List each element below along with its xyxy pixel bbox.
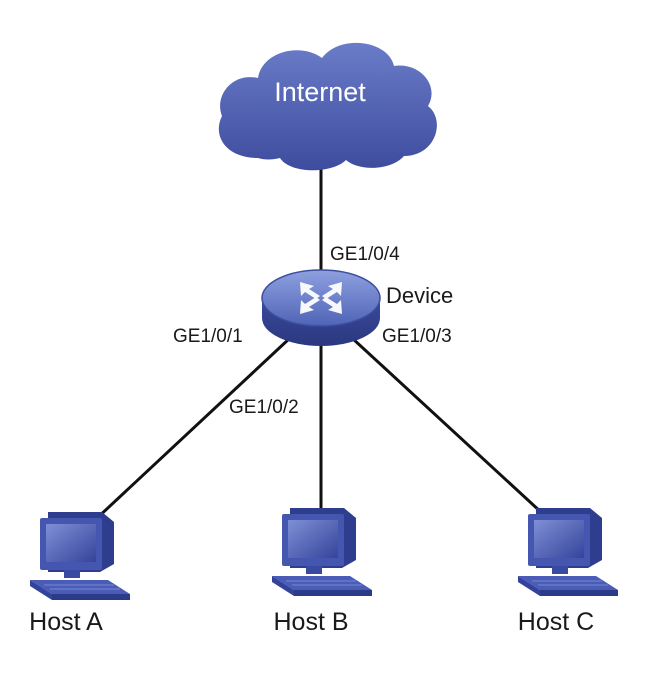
host-b-label: Host B xyxy=(273,608,348,636)
host-a-label: Host A xyxy=(29,608,103,636)
port-label-uplink: GE1/0/4 xyxy=(330,244,400,265)
computer-icon xyxy=(517,507,619,597)
link-device-host-c xyxy=(350,336,557,527)
port-label-p3: GE1/0/3 xyxy=(382,326,452,347)
host-c-label: Host C xyxy=(518,608,594,636)
switch-icon xyxy=(261,269,381,346)
host-b: Host B xyxy=(271,507,373,636)
computer-icon xyxy=(271,507,373,597)
host-a: Host A xyxy=(29,511,131,636)
computer-icon xyxy=(29,511,131,601)
device-label: Device xyxy=(386,283,453,308)
port-label-p2: GE1/0/2 xyxy=(229,397,299,418)
port-label-p1: GE1/0/1 xyxy=(173,326,243,347)
link-device-host-a xyxy=(93,336,292,522)
host-c: Host C xyxy=(517,507,619,636)
links xyxy=(93,148,557,527)
cloud-label: Internet xyxy=(274,77,366,107)
cloud-icon: Internet xyxy=(218,42,437,171)
